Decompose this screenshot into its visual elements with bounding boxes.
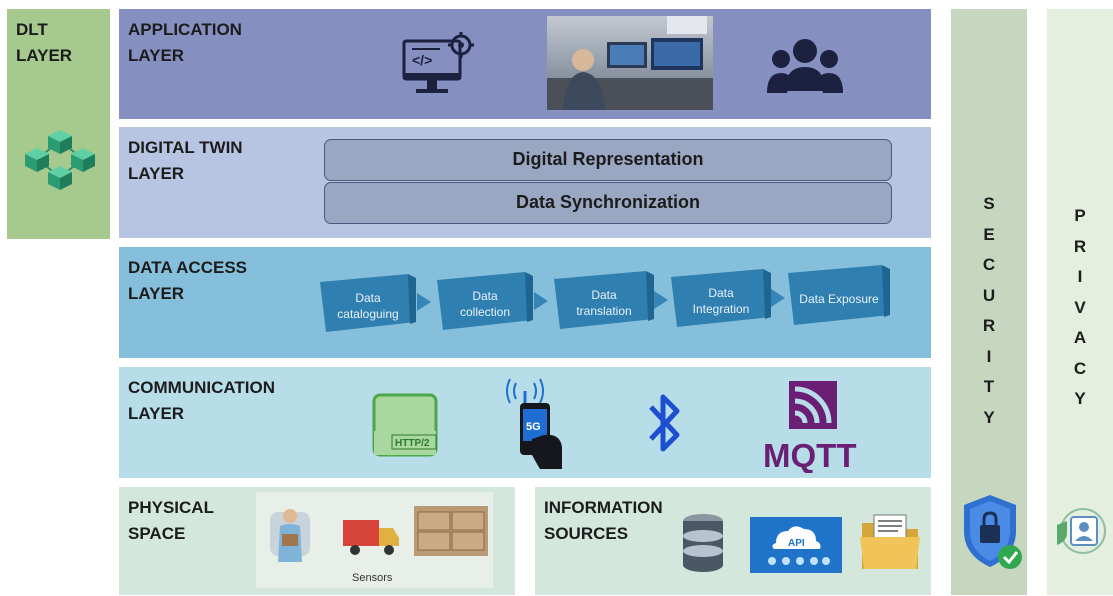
flow-arrow bbox=[417, 293, 431, 311]
digital-twin-layer: DIGITAL TWIN LAYER Digital Representatio… bbox=[119, 127, 931, 238]
flow-arrow bbox=[771, 289, 785, 307]
security-column: S E C U R I T Y bbox=[951, 9, 1027, 595]
flow-arrow bbox=[534, 292, 548, 310]
information-sources-title: INFORMATION SOURCES bbox=[544, 498, 663, 543]
information-sources-section: INFORMATION SOURCES API bbox=[535, 487, 931, 595]
computer-settings-icon: </> bbox=[402, 32, 474, 93]
bluetooth-icon bbox=[649, 394, 680, 452]
database-icon bbox=[683, 514, 723, 572]
svg-text:API: API bbox=[788, 538, 805, 549]
control-room-photo bbox=[547, 16, 713, 110]
digital-representation-box: Digital Representation bbox=[324, 139, 892, 181]
flow-arrow bbox=[654, 291, 668, 309]
sensors-caption: Sensors bbox=[352, 572, 393, 584]
users-group-icon bbox=[767, 39, 843, 93]
physical-space-title: PHYSICAL SPACE bbox=[128, 498, 214, 543]
digital-twin-layer-title: DIGITAL TWIN LAYER bbox=[128, 138, 243, 183]
folder-documents-icon bbox=[860, 514, 920, 569]
svg-text:MQTT: MQTT bbox=[763, 437, 856, 473]
warehouse-boxes-icon bbox=[414, 506, 488, 556]
svg-text:5G: 5G bbox=[526, 421, 541, 433]
http2-icon: HTTP/2 bbox=[372, 393, 438, 457]
application-layer: APPLICATION LAYER </> bbox=[119, 9, 931, 119]
svg-text:HTTP/2: HTTP/2 bbox=[395, 438, 430, 449]
privacy-label: P R I V A C Y bbox=[1073, 206, 1087, 408]
shield-lock-icon bbox=[964, 495, 1022, 569]
communication-layer-title: COMMUNICATION LAYER bbox=[128, 378, 275, 423]
privacy-column: P R I V A C Y bbox=[1047, 9, 1113, 595]
application-layer-title: APPLICATION LAYER bbox=[128, 20, 242, 65]
svg-text:</>: </> bbox=[412, 52, 432, 68]
blockchain-icon bbox=[25, 130, 95, 190]
physical-space-section: PHYSICAL SPACE Sensors bbox=[119, 487, 515, 595]
data-access-layer-title: DATA ACCESS LAYER bbox=[128, 258, 247, 303]
dlt-layer-title: DLT LAYER bbox=[16, 20, 73, 65]
api-cloud-icon: API bbox=[750, 517, 842, 573]
dlt-layer: DLT LAYER bbox=[7, 9, 110, 239]
sensors-image: Sensors bbox=[256, 492, 493, 588]
delivery-worker-icon bbox=[270, 509, 310, 562]
privacy-profile-icon bbox=[1057, 508, 1106, 554]
truck-icon bbox=[343, 520, 399, 555]
communication-layer: COMMUNICATION LAYER HTTP/2 5G MQTT bbox=[119, 367, 931, 478]
data-exposure-step: Data Exposure bbox=[788, 265, 890, 325]
mqtt-logo: MQTT bbox=[763, 381, 856, 473]
mobile-5g-icon: 5G bbox=[506, 378, 562, 469]
data-synchronization-box: Data Synchronization bbox=[324, 182, 892, 224]
security-label: S E C U R I T Y bbox=[982, 194, 996, 427]
